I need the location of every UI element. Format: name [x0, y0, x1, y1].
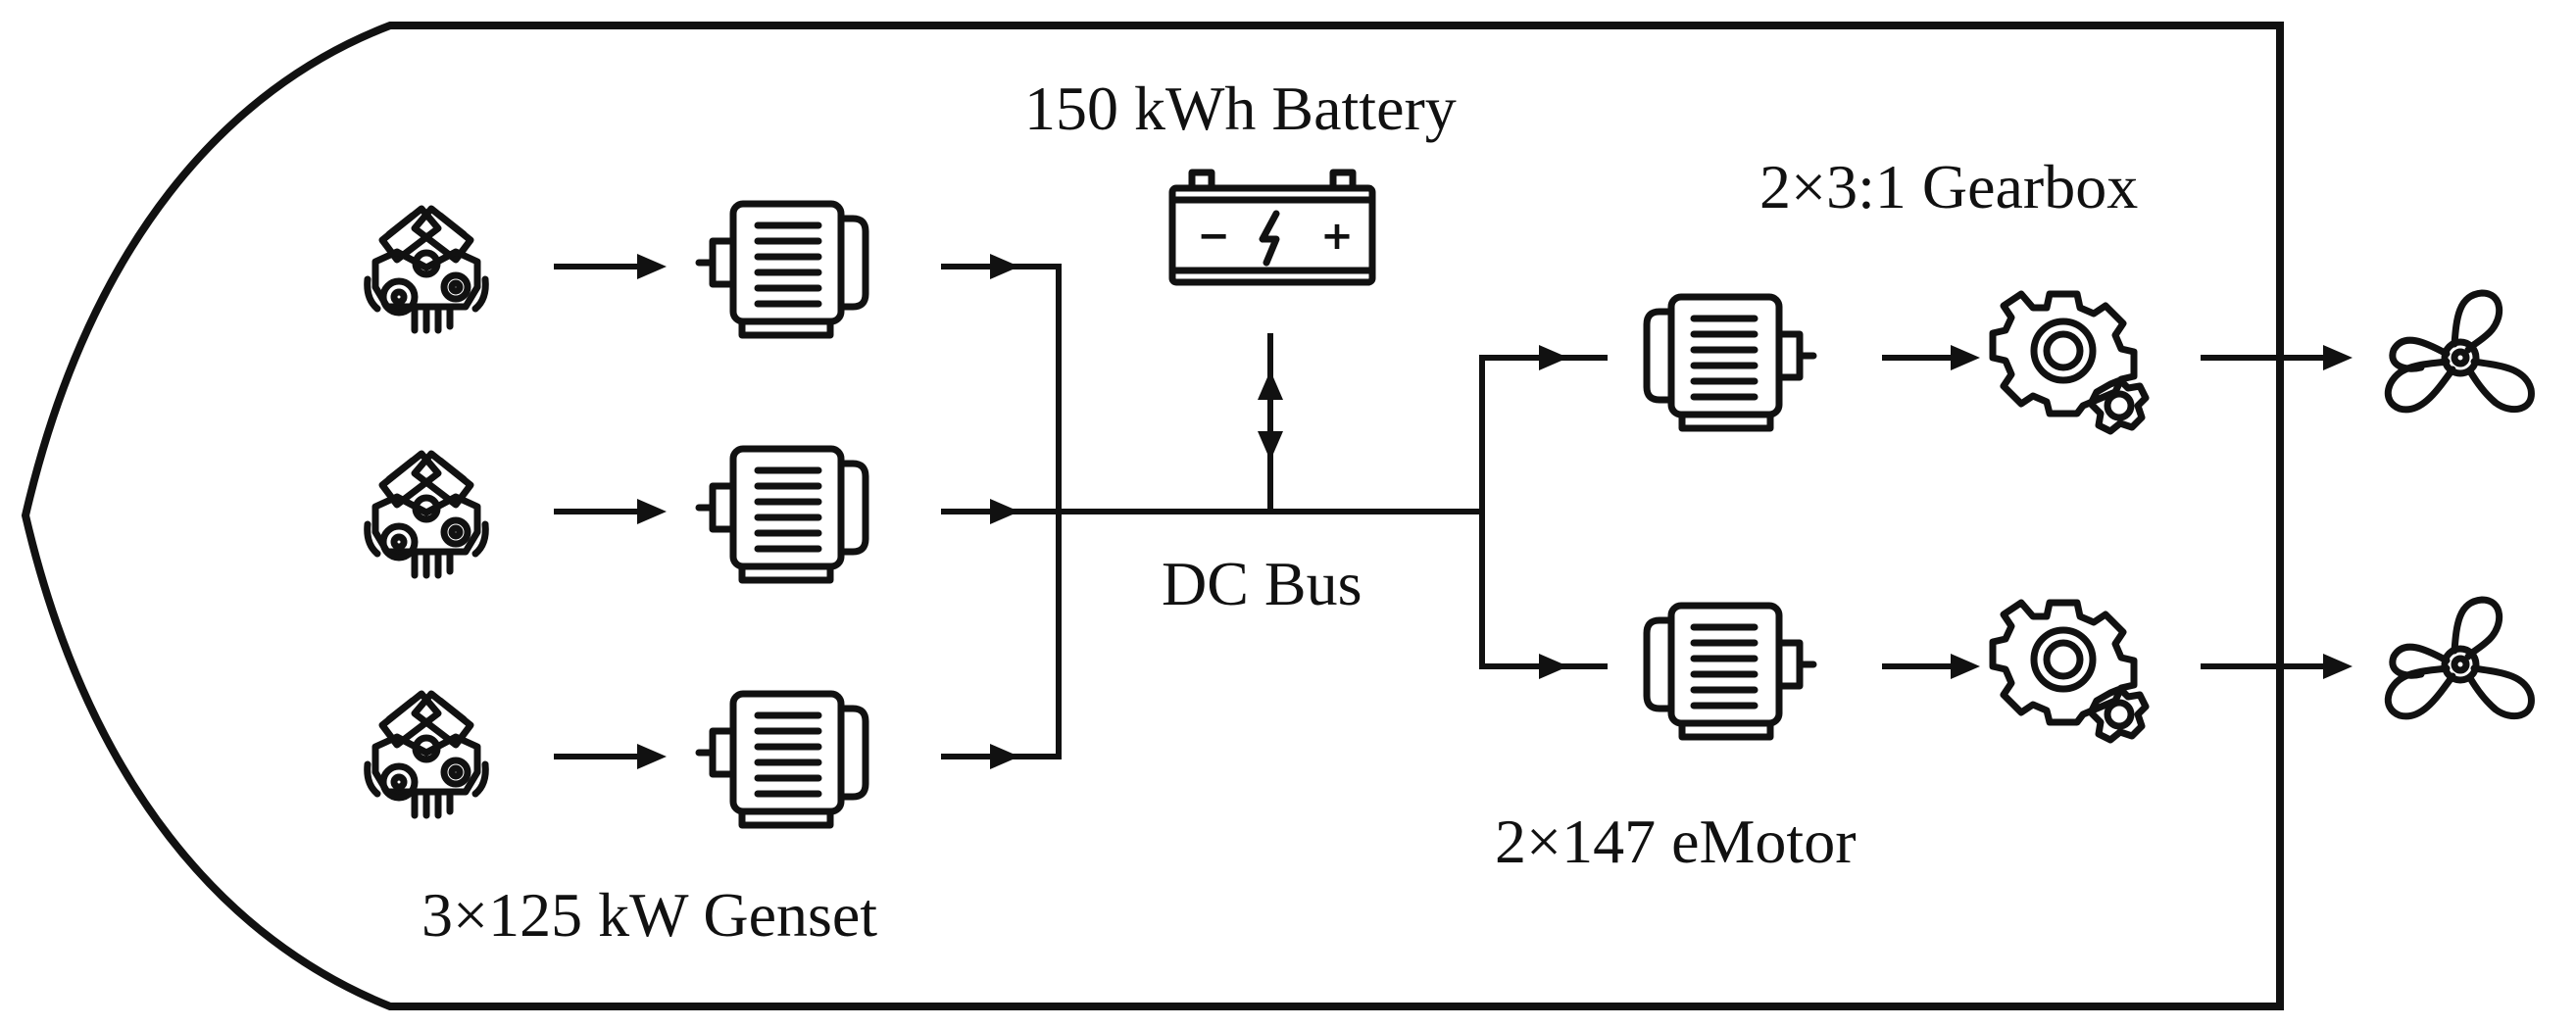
generator-icon: [699, 449, 866, 580]
generator-icon: [699, 204, 866, 335]
motor-icon: [1647, 606, 1813, 737]
battery-icon: − +: [1168, 169, 1376, 286]
engine-icon: [368, 209, 486, 330]
engine-icon: [368, 454, 486, 575]
battery-plus-sign: +: [1320, 214, 1354, 259]
battery-minus-sign: −: [1197, 214, 1230, 259]
arrow-gearbox-propeller: [2201, 345, 2353, 679]
gears-icon: [1993, 603, 2146, 740]
bus-motor-connections: [1479, 345, 1608, 679]
battery-connection: [1258, 333, 1283, 512]
gears-icon: [1993, 294, 2146, 431]
motor-icon: [1647, 297, 1813, 428]
genset-bus-connections: [941, 254, 1062, 769]
hull-outline: [21, 22, 2284, 1010]
propeller-icon: [2388, 600, 2531, 716]
engine-icon: [368, 694, 486, 815]
genset-label: 3×125 kW Genset: [421, 880, 877, 950]
arrow-motor-gearbox: [1882, 345, 1980, 679]
gearbox-label: 2×3:1 Gearbox: [1759, 152, 2138, 221]
emotor-label: 2×147 eMotor: [1495, 807, 1857, 876]
generator-icon: [699, 694, 866, 825]
battery-label: 150 kWh Battery: [1024, 73, 1457, 143]
arrow-engine-generator: [554, 254, 667, 769]
dc-bus-label: DC Bus: [1162, 549, 1362, 618]
propeller-icon: [2388, 293, 2531, 410]
